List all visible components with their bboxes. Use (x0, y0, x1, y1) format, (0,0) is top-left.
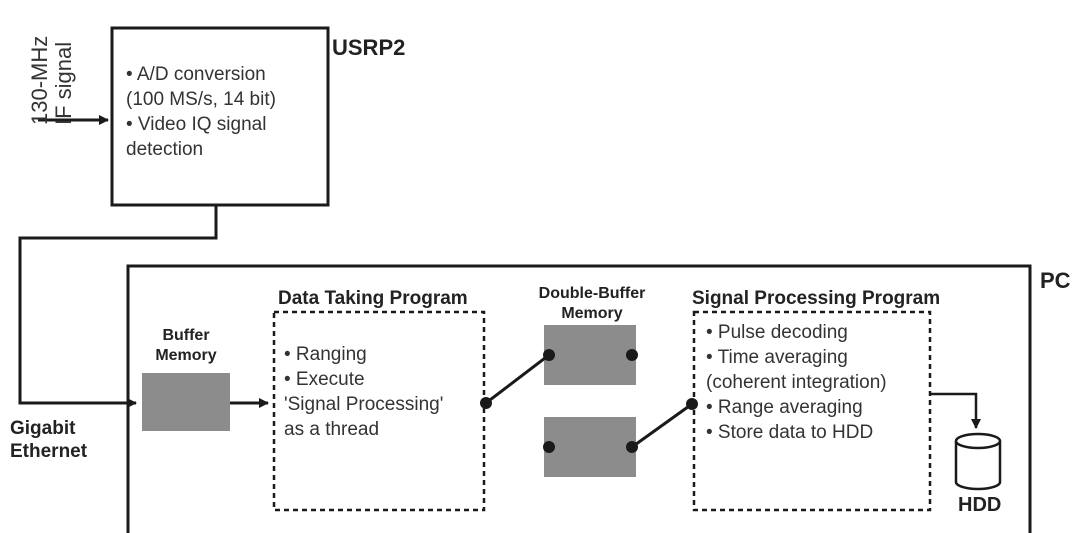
double-buffer-block-2 (544, 417, 636, 477)
signal-processing-function-item: (coherent integration) (706, 372, 887, 393)
usrp2-function-item: • Video IQ signal (126, 114, 267, 135)
double-buffer-block-1 (544, 325, 636, 385)
hdd-label: HDD (958, 494, 1002, 516)
data-taking-program-list: • Ranging • Execute 'Signal Processing' a… (284, 342, 443, 442)
data-taking-program-box (272, 310, 486, 512)
buffer-memory-block (142, 373, 230, 431)
signal-processing-function-item: • Store data to HDD (706, 422, 874, 443)
double-buffer-label-line1: Double-Buffer (538, 285, 646, 302)
pc-box (126, 264, 1032, 533)
if-signal-label: 130-MHz IF signal (27, 35, 76, 125)
usrp2-box (110, 26, 330, 207)
signal-processing-switch-line (631, 402, 693, 449)
data-taking-program-title: Data Taking Program (278, 288, 468, 309)
double-buffer-label-line2: Memory (561, 305, 623, 322)
to-hdd-arrow (930, 392, 981, 429)
signal-processing-function-item: • Range averaging (706, 397, 863, 418)
data-taking-function-item: as a thread (284, 419, 380, 440)
buffer-memory-label-line2: Memory (155, 347, 217, 364)
buffer-memory-label-line1: Buffer (162, 327, 210, 344)
usrp2-title: USRP2 (332, 35, 406, 60)
data-taking-function-item: • Ranging (284, 344, 367, 365)
data-taking-function-item: • Execute (284, 369, 365, 390)
gigabit-ethernet-label: Gigabit Ethernet (10, 417, 87, 463)
usrp2-function-item: (100 MS/s, 14 bit) (126, 89, 276, 110)
signal-processing-function-item: • Time averaging (706, 347, 848, 368)
buffer1-right-port (626, 349, 638, 361)
pc-title: PC (1040, 268, 1071, 293)
signal-processing-program-box (692, 310, 932, 512)
usrp2-function-item: detection (126, 139, 204, 160)
gigabit-ethernet-line1: Gigabit (10, 418, 76, 439)
hdd-icon (954, 432, 1002, 491)
buffer-memory-label: Buffer Memory (142, 326, 230, 366)
data-taking-switch-line (485, 353, 550, 405)
data-taking-function-item: 'Signal Processing' (284, 394, 444, 415)
if-signal-label-line1: 130-MHz (27, 35, 52, 125)
buffer2-left-port (543, 441, 555, 453)
usrp2-function-list: • A/D conversion (100 MS/s, 14 bit) • Vid… (126, 62, 276, 162)
if-signal-label-line2: IF signal (51, 41, 76, 125)
signal-processing-program-title: Signal Processing Program (692, 288, 941, 309)
signal-processing-program-list: • Pulse decoding • Time averaging (cohere… (706, 320, 887, 445)
signal-processing-function-item: • Pulse decoding (706, 322, 848, 343)
usrp2-function-item: • A/D conversion (126, 64, 266, 85)
gigabit-ethernet-line (18, 205, 218, 408)
gigabit-ethernet-line2: Ethernet (10, 441, 88, 462)
double-buffer-memory-label: Double-Buffer Memory (530, 284, 654, 324)
